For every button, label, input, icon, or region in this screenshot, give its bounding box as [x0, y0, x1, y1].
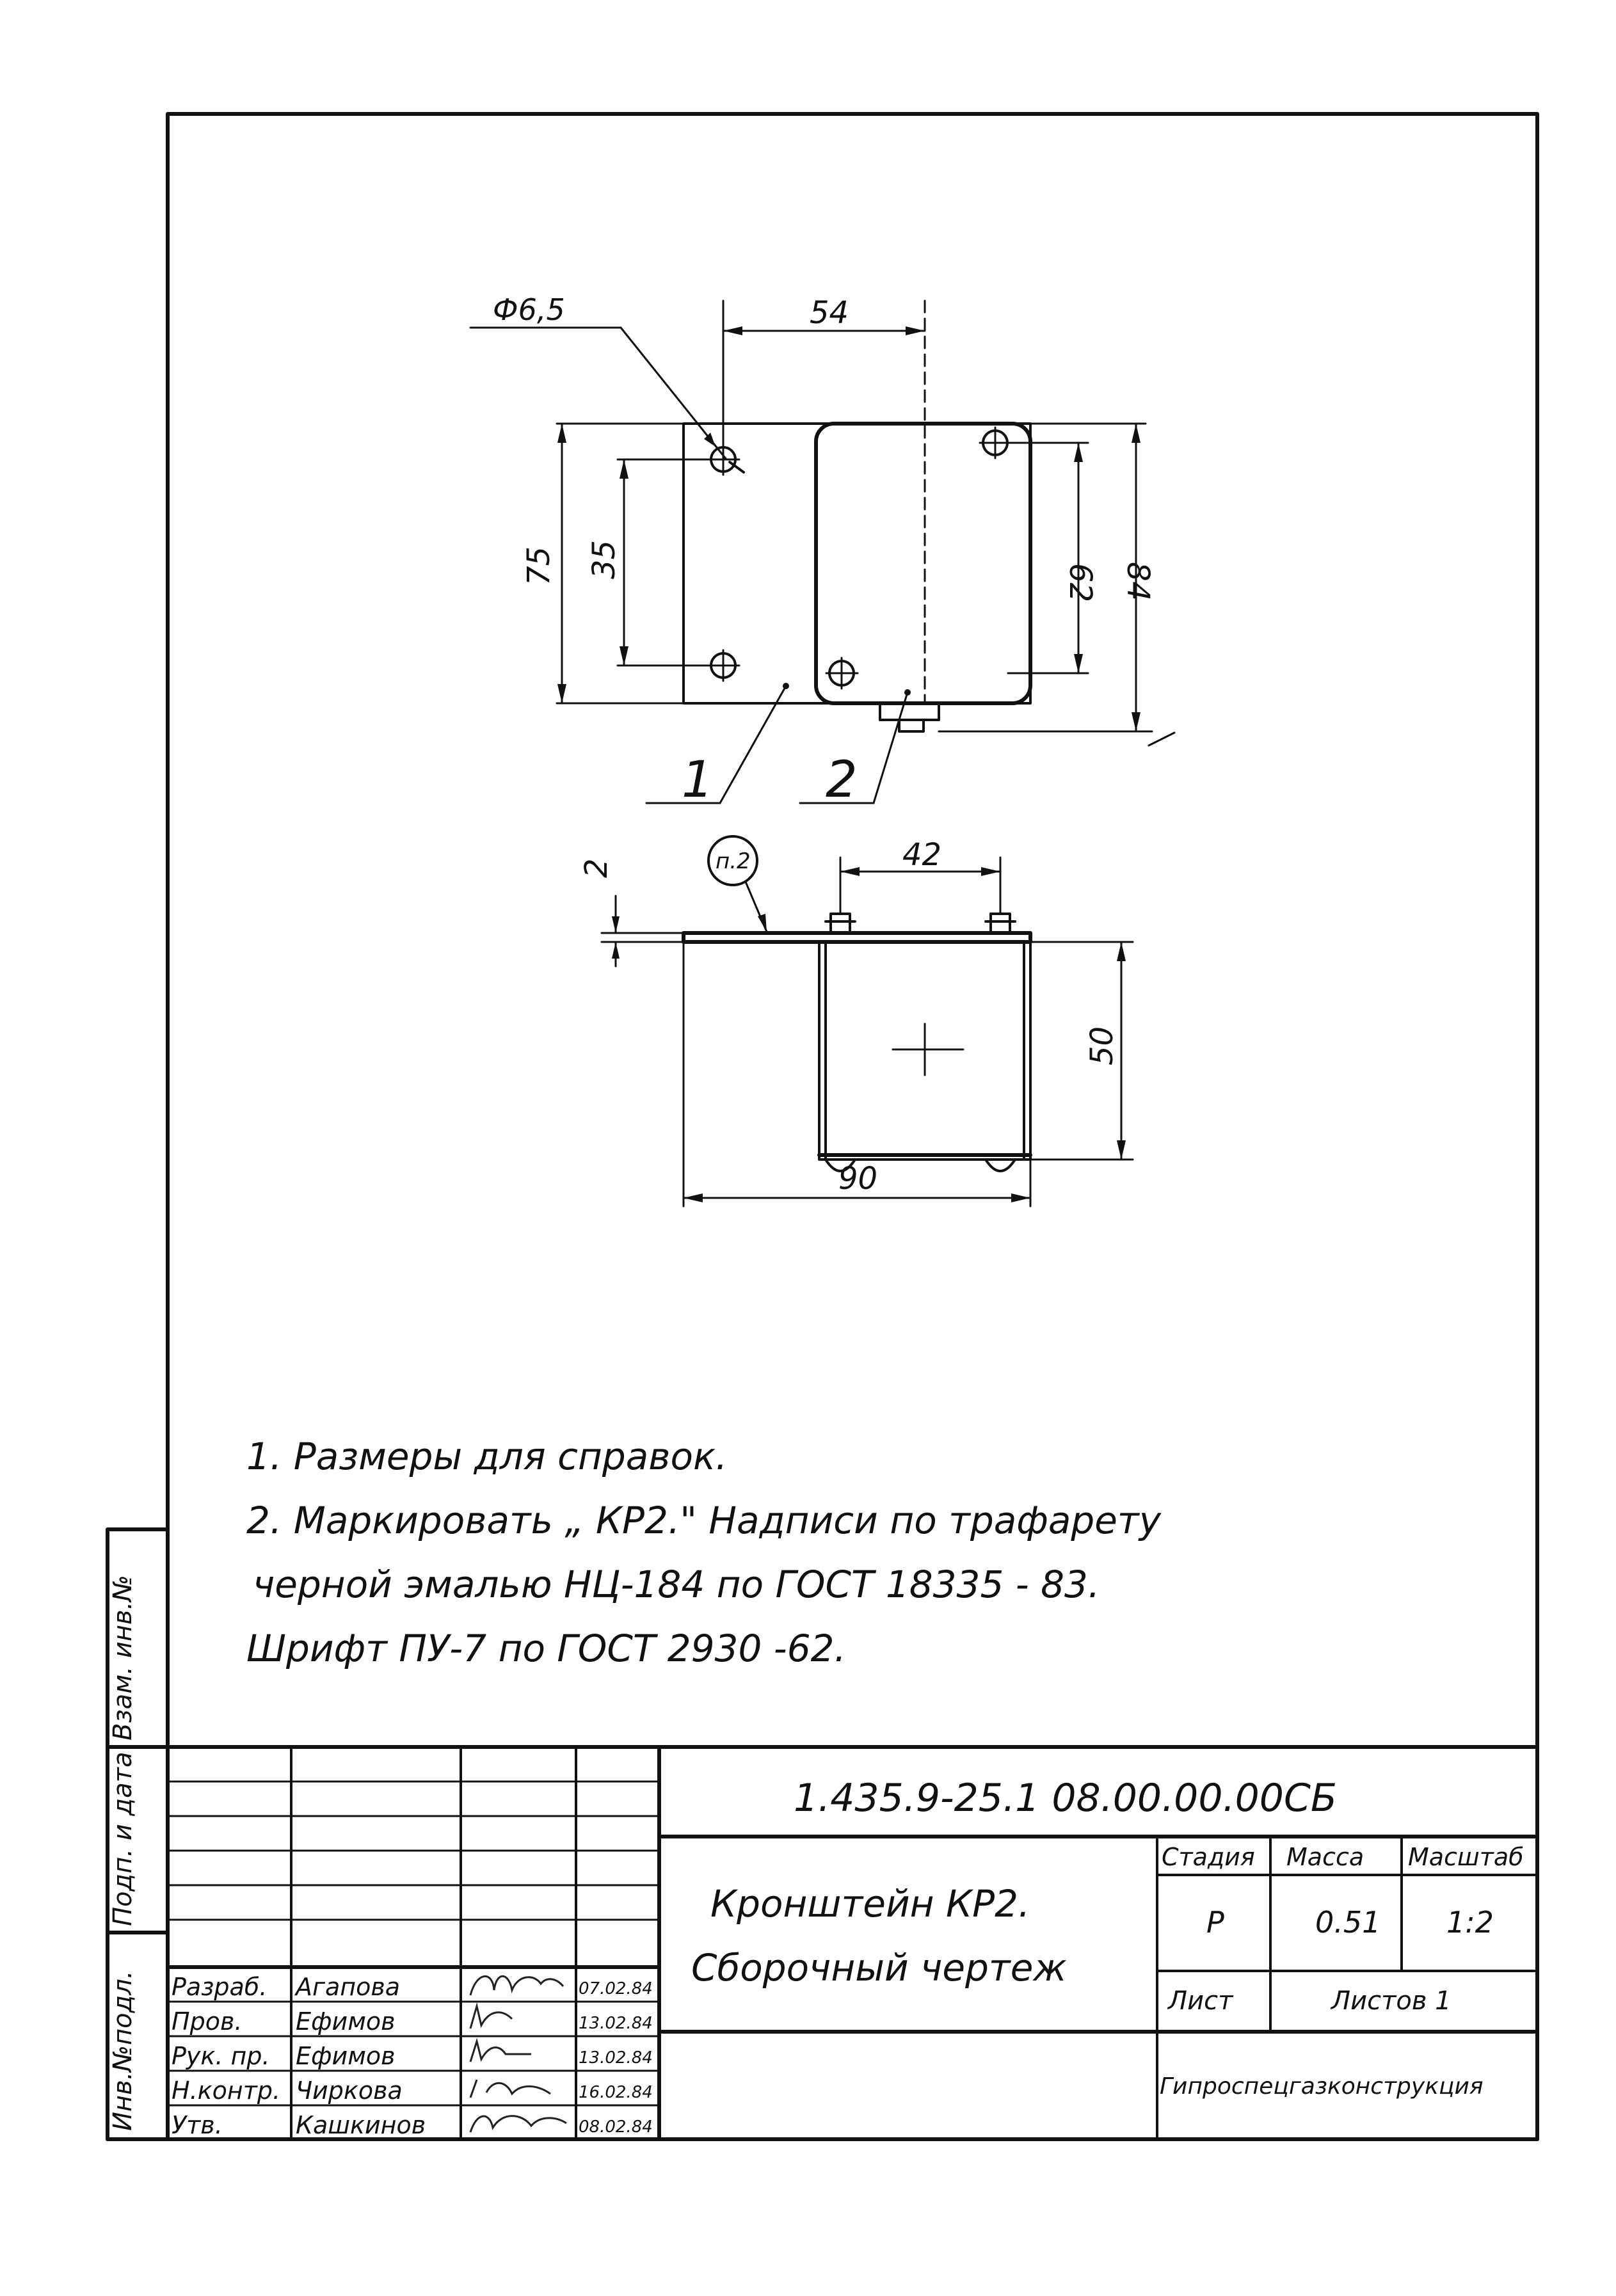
- role-name: Чиркова: [296, 2077, 403, 2105]
- note-ref-callout: [707, 835, 768, 933]
- dimension-84: [938, 422, 1176, 747]
- signature-icon: [469, 2115, 567, 2133]
- mass-value: 0.51: [1315, 1905, 1380, 1940]
- part-1-callout: [645, 683, 789, 804]
- side-label-replace-inv: Взам. инв.№: [108, 1575, 138, 1741]
- scale-value: 1:2: [1446, 1905, 1494, 1940]
- organization-name: Гипроспецгазконструкция: [1160, 2073, 1484, 2100]
- note-line-3: черной эмалью НЦ-184 по ГОСТ 18335 - 83.: [253, 1563, 1100, 1606]
- role-name: Ефимов: [296, 2042, 396, 2070]
- side-strip: [106, 1527, 170, 2141]
- dimension-75-label: 75: [521, 546, 557, 586]
- sheet-label: Лист: [1167, 1986, 1234, 2016]
- top-view: [682, 422, 1032, 733]
- role-date: 13.02.84: [579, 2014, 653, 2033]
- note-ref-label: п.2: [716, 849, 751, 874]
- signature-icon: [469, 1975, 564, 1996]
- signature-icon: [469, 2002, 513, 2029]
- part-2-label: 2: [826, 751, 858, 809]
- role-date: 13.02.84: [579, 2048, 653, 2068]
- dimension-90: [682, 941, 1032, 1208]
- dimension-thickness-2-label: 2: [579, 858, 614, 878]
- part-1-label: 1: [682, 751, 714, 809]
- note-line-4: Шрифт ПУ-7 по ГОСТ 2930 -62.: [246, 1627, 846, 1670]
- dimension-hole-diameter-label: Ф6,5: [493, 292, 565, 327]
- role-label: Разраб.: [172, 1973, 267, 2001]
- stage-value: Р: [1206, 1905, 1224, 1940]
- dimension-84-label: 84: [1120, 562, 1156, 601]
- role-label: Н.контр.: [172, 2077, 280, 2105]
- dimension-42-label: 42: [902, 837, 941, 873]
- doc-number: 1.435.9-25.1 08.00.00.00СБ: [794, 1776, 1337, 1821]
- role-label: Пров.: [172, 2007, 242, 2036]
- side-label-sign-date: Подп. и дата: [108, 1752, 138, 1926]
- dimension-thickness-2: [600, 895, 685, 968]
- hole-icon: [825, 657, 859, 690]
- role-date: 07.02.84: [579, 1979, 653, 1998]
- dimension-62: [1007, 442, 1089, 674]
- role-label: Утв.: [172, 2111, 223, 2139]
- hole-icon: [979, 426, 1012, 459]
- note-line-2: 2. Маркировать „ КР2." Надписи по трафар…: [246, 1499, 1162, 1542]
- part-2-callout: [799, 689, 911, 804]
- dimension-90-label: 90: [838, 1161, 877, 1197]
- note-line-1: 1. Размеры для справок.: [246, 1435, 727, 1478]
- dimension-50: [1029, 941, 1134, 1161]
- role-label: Рук. пр.: [172, 2042, 270, 2070]
- hole-icon: [707, 649, 740, 682]
- dimension-75: [556, 422, 685, 705]
- dimension-50-label: 50: [1084, 1026, 1120, 1065]
- sheets-label: Листов 1: [1330, 1986, 1452, 2016]
- dimension-35-label: 35: [586, 540, 622, 579]
- dimension-35: [616, 458, 712, 667]
- scale-label: Масштаб: [1408, 1843, 1524, 1871]
- mass-label: Масса: [1286, 1843, 1364, 1871]
- title-block-grid: [166, 1745, 1539, 2141]
- dimension-hole-diameter: [469, 326, 745, 474]
- stage-label: Стадия: [1162, 1843, 1255, 1871]
- signature-icon: [469, 2079, 551, 2098]
- drawing-title-line-1: Кронштейн КР2.: [710, 1882, 1030, 1925]
- side-label-inv-no: Инв.№подл.: [108, 1970, 138, 2131]
- role-name: Агапова: [294, 1973, 400, 2001]
- role-date: 16.02.84: [579, 2083, 653, 2102]
- role-date: 08.02.84: [579, 2117, 653, 2137]
- role-name: Ефимов: [296, 2007, 396, 2036]
- front-view: [682, 913, 1032, 1172]
- dimension-54-label: 54: [810, 295, 849, 331]
- role-name: Кашкинов: [296, 2111, 426, 2139]
- dimension-42: [839, 856, 1002, 915]
- drawing-title-line-2: Сборочный чертеж: [691, 1946, 1067, 1989]
- dimension-54: [722, 299, 926, 705]
- signature-icon: [469, 2037, 531, 2062]
- dimension-62-label: 62: [1062, 563, 1098, 602]
